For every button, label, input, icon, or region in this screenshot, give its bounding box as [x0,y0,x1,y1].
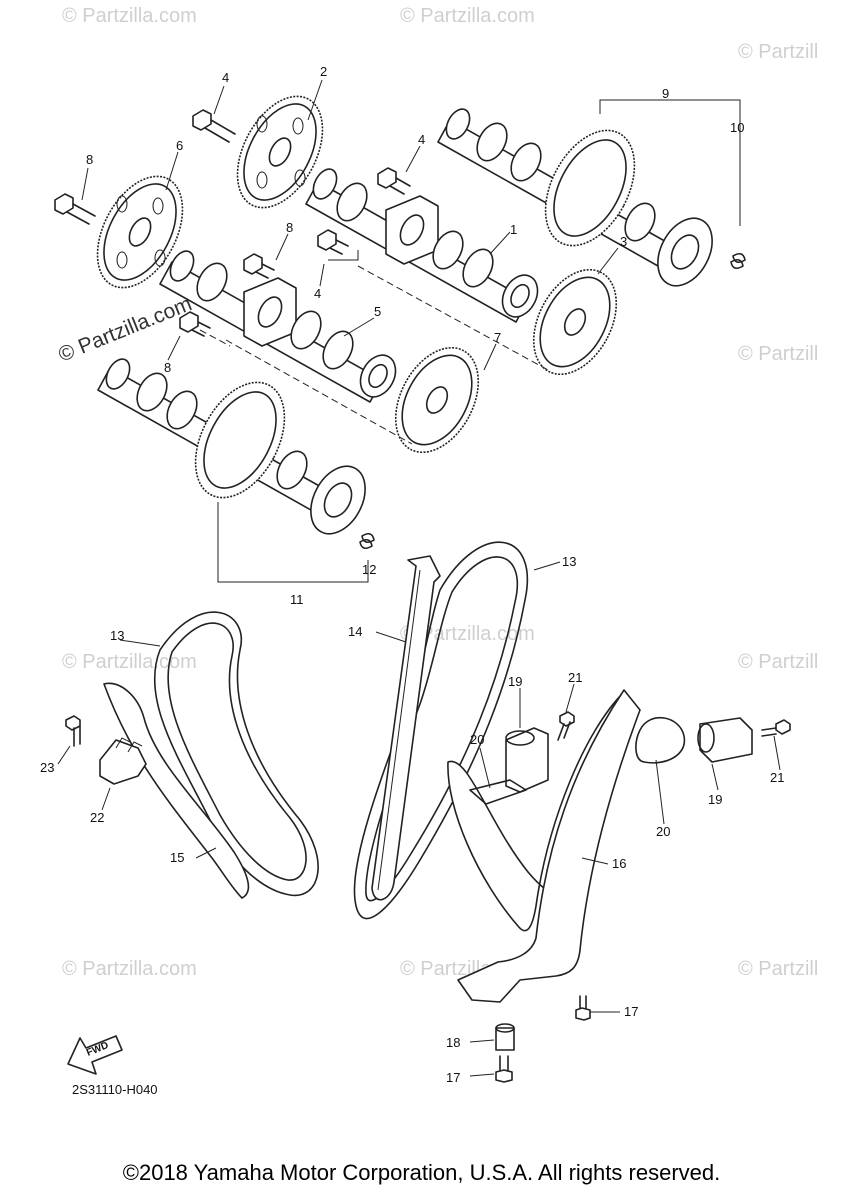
tensioner-19-center [505,727,549,793]
watermark: © Partzilla.com [400,5,535,27]
guide-22 [99,737,147,785]
chain-guide-15 [103,682,250,899]
tensioner-guide-16 [447,689,641,1003]
camshaft-5 [159,250,397,403]
callout-19: 19 [708,792,722,807]
collar-18 [495,1023,515,1051]
fwd-arrow-icon: FWD [67,1035,123,1075]
callout-8: 8 [86,152,93,167]
watermark: © Partzilla.com [62,958,197,980]
callout-9: 9 [662,86,669,101]
callout-4: 4 [222,70,229,85]
callout-12: 12 [362,562,376,577]
watermark: © Partzilla.com [55,292,195,366]
callout-8: 8 [286,220,293,235]
callout-18: 18 [446,1035,460,1050]
callout-6: 6 [176,138,183,153]
watermark: © Partzill [738,343,818,365]
dashed-alignment-lines [199,265,549,445]
gasket-20-center [469,779,527,805]
bolt-23 [65,715,81,747]
timing-chain-13-left [153,611,319,897]
figure-code: 2S31110-H040 [72,1082,158,1097]
callout-20: 20 [656,824,670,839]
callout-2: 2 [320,64,327,79]
callout-14: 14 [348,624,362,639]
callout-15: 15 [170,850,184,865]
callout-21: 21 [770,770,784,785]
sprocket-3 [532,268,618,376]
callout-4: 4 [418,132,425,147]
bolt-8-lower [179,311,211,337]
spring-12 [359,532,375,550]
gasket-20-right [635,716,686,764]
sprocket-7 [394,346,480,454]
spring-10 [730,252,746,270]
callout-16: 16 [612,856,626,871]
camshaft-assembly-9 [437,108,713,287]
callout-3: 3 [620,234,627,249]
chain-guide-14 [371,555,441,901]
watermark: © Partzilla.com [62,651,197,673]
callout-1: 1 [510,222,517,237]
callout-5: 5 [374,304,381,319]
callout-labels: 1 2 3 4 4 4 5 6 7 8 8 8 9 10 11 12 13 13… [40,64,784,1085]
copyright-notice: ©2018 Yamaha Motor Corporation, U.S.A. A… [122,1160,721,1185]
bolt-17-upper [575,995,591,1021]
bolt-4-mid [377,167,411,195]
bolt-4-top [192,109,236,143]
callout-4: 4 [314,286,321,301]
callout-23: 23 [40,760,54,775]
sprocket-2 [236,95,324,209]
bolt-8-mid [243,253,275,279]
callout-20: 20 [470,732,484,747]
camshaft-1 [305,168,539,323]
callout-19: 19 [508,674,522,689]
bolt-17-lower [495,1055,513,1083]
bolt-21-right [761,719,791,737]
watermark: © Partzill [738,651,818,673]
tensioner-19-right [697,717,753,763]
bolt-8-left [54,193,96,225]
watermark: © Partzill [738,958,818,980]
callout-13: 13 [562,554,576,569]
callout-22: 22 [90,810,104,825]
bolt-21-center [557,711,575,741]
watermark: © Partzilla.com [400,623,535,645]
watermark-layer: © Partzilla.com © Partzilla.com © Partzi… [55,5,818,980]
bolt-4-lower [317,229,349,255]
callout-8: 8 [164,360,171,375]
callout-17: 17 [624,1004,638,1019]
watermark: © Partzill [738,41,818,63]
callout-17: 17 [446,1070,460,1085]
callout-11: 11 [290,592,304,607]
callout-7: 7 [494,330,501,345]
camshaft-assembly-11 [97,358,366,535]
callout-13: 13 [110,628,124,643]
leader-lines [57,79,781,1077]
watermark: © Partzilla.com [62,5,197,27]
sprocket-6 [96,175,184,289]
callout-10: 10 [730,120,744,135]
callout-21: 21 [568,670,582,685]
